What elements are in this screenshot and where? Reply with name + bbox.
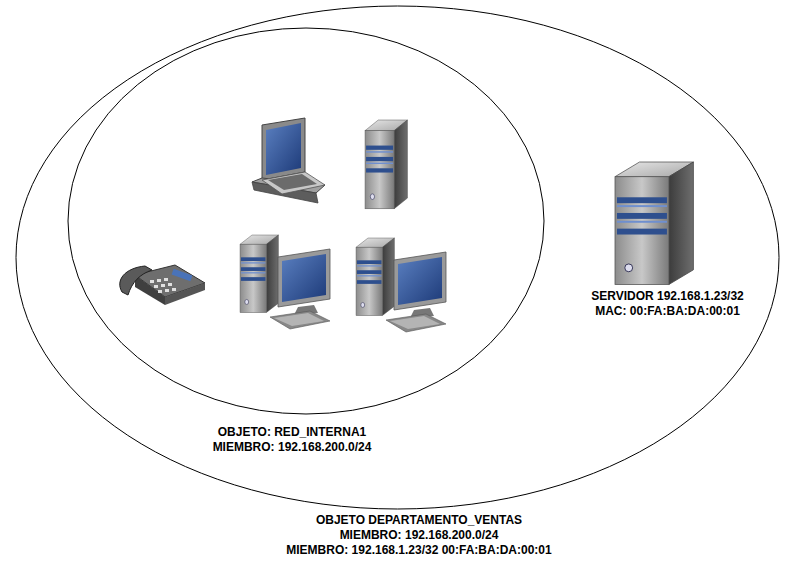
ellipse-outline xyxy=(15,5,780,565)
server-icon xyxy=(365,120,407,209)
server-node: SERVIDOR 192.168.1.23/32MAC: 00:FA:BA:DA… xyxy=(555,155,780,320)
node-member: MIEMBRO: 192.168.1.23/32 00:FA:BA:DA:00:… xyxy=(169,543,669,558)
node-member: MIEMBRO: 192.168.200.0/24 xyxy=(152,440,432,455)
node-caption: OBJETO: RED_INTERNA1MIEMBRO: 192.168.200… xyxy=(152,425,432,455)
node-caption: SERVIDOR 192.168.1.23/32MAC: 00:FA:BA:DA… xyxy=(555,289,780,319)
ellipse-outline xyxy=(67,27,545,462)
ellipse-shape xyxy=(68,28,544,414)
ellipse-shape xyxy=(16,6,779,509)
node-member: MIEMBRO: 192.168.200.0/24 xyxy=(169,528,669,543)
group-ellipse: OBJETO: RED_INTERNA1MIEMBRO: 192.168.200… xyxy=(67,27,545,462)
node-title: OBJETO: RED_INTERNA1 xyxy=(152,425,432,440)
laptop-icon xyxy=(252,118,325,203)
pc-icon xyxy=(356,238,446,332)
node-member: MAC: 00:FA:BA:DA:00:01 xyxy=(555,304,780,319)
node-title: OBJETO DEPARTAMENTO_VENTAS xyxy=(169,513,669,528)
server-icon xyxy=(615,162,693,285)
group-ellipse: OBJETO DEPARTAMENTO_VENTASMIEMBRO: 192.1… xyxy=(15,5,780,565)
node-title: SERVIDOR 192.168.1.23/32 xyxy=(555,289,780,304)
pc-icon xyxy=(240,235,330,329)
telephone-icon xyxy=(120,265,205,305)
node-caption: OBJETO DEPARTAMENTO_VENTASMIEMBRO: 192.1… xyxy=(169,513,669,558)
